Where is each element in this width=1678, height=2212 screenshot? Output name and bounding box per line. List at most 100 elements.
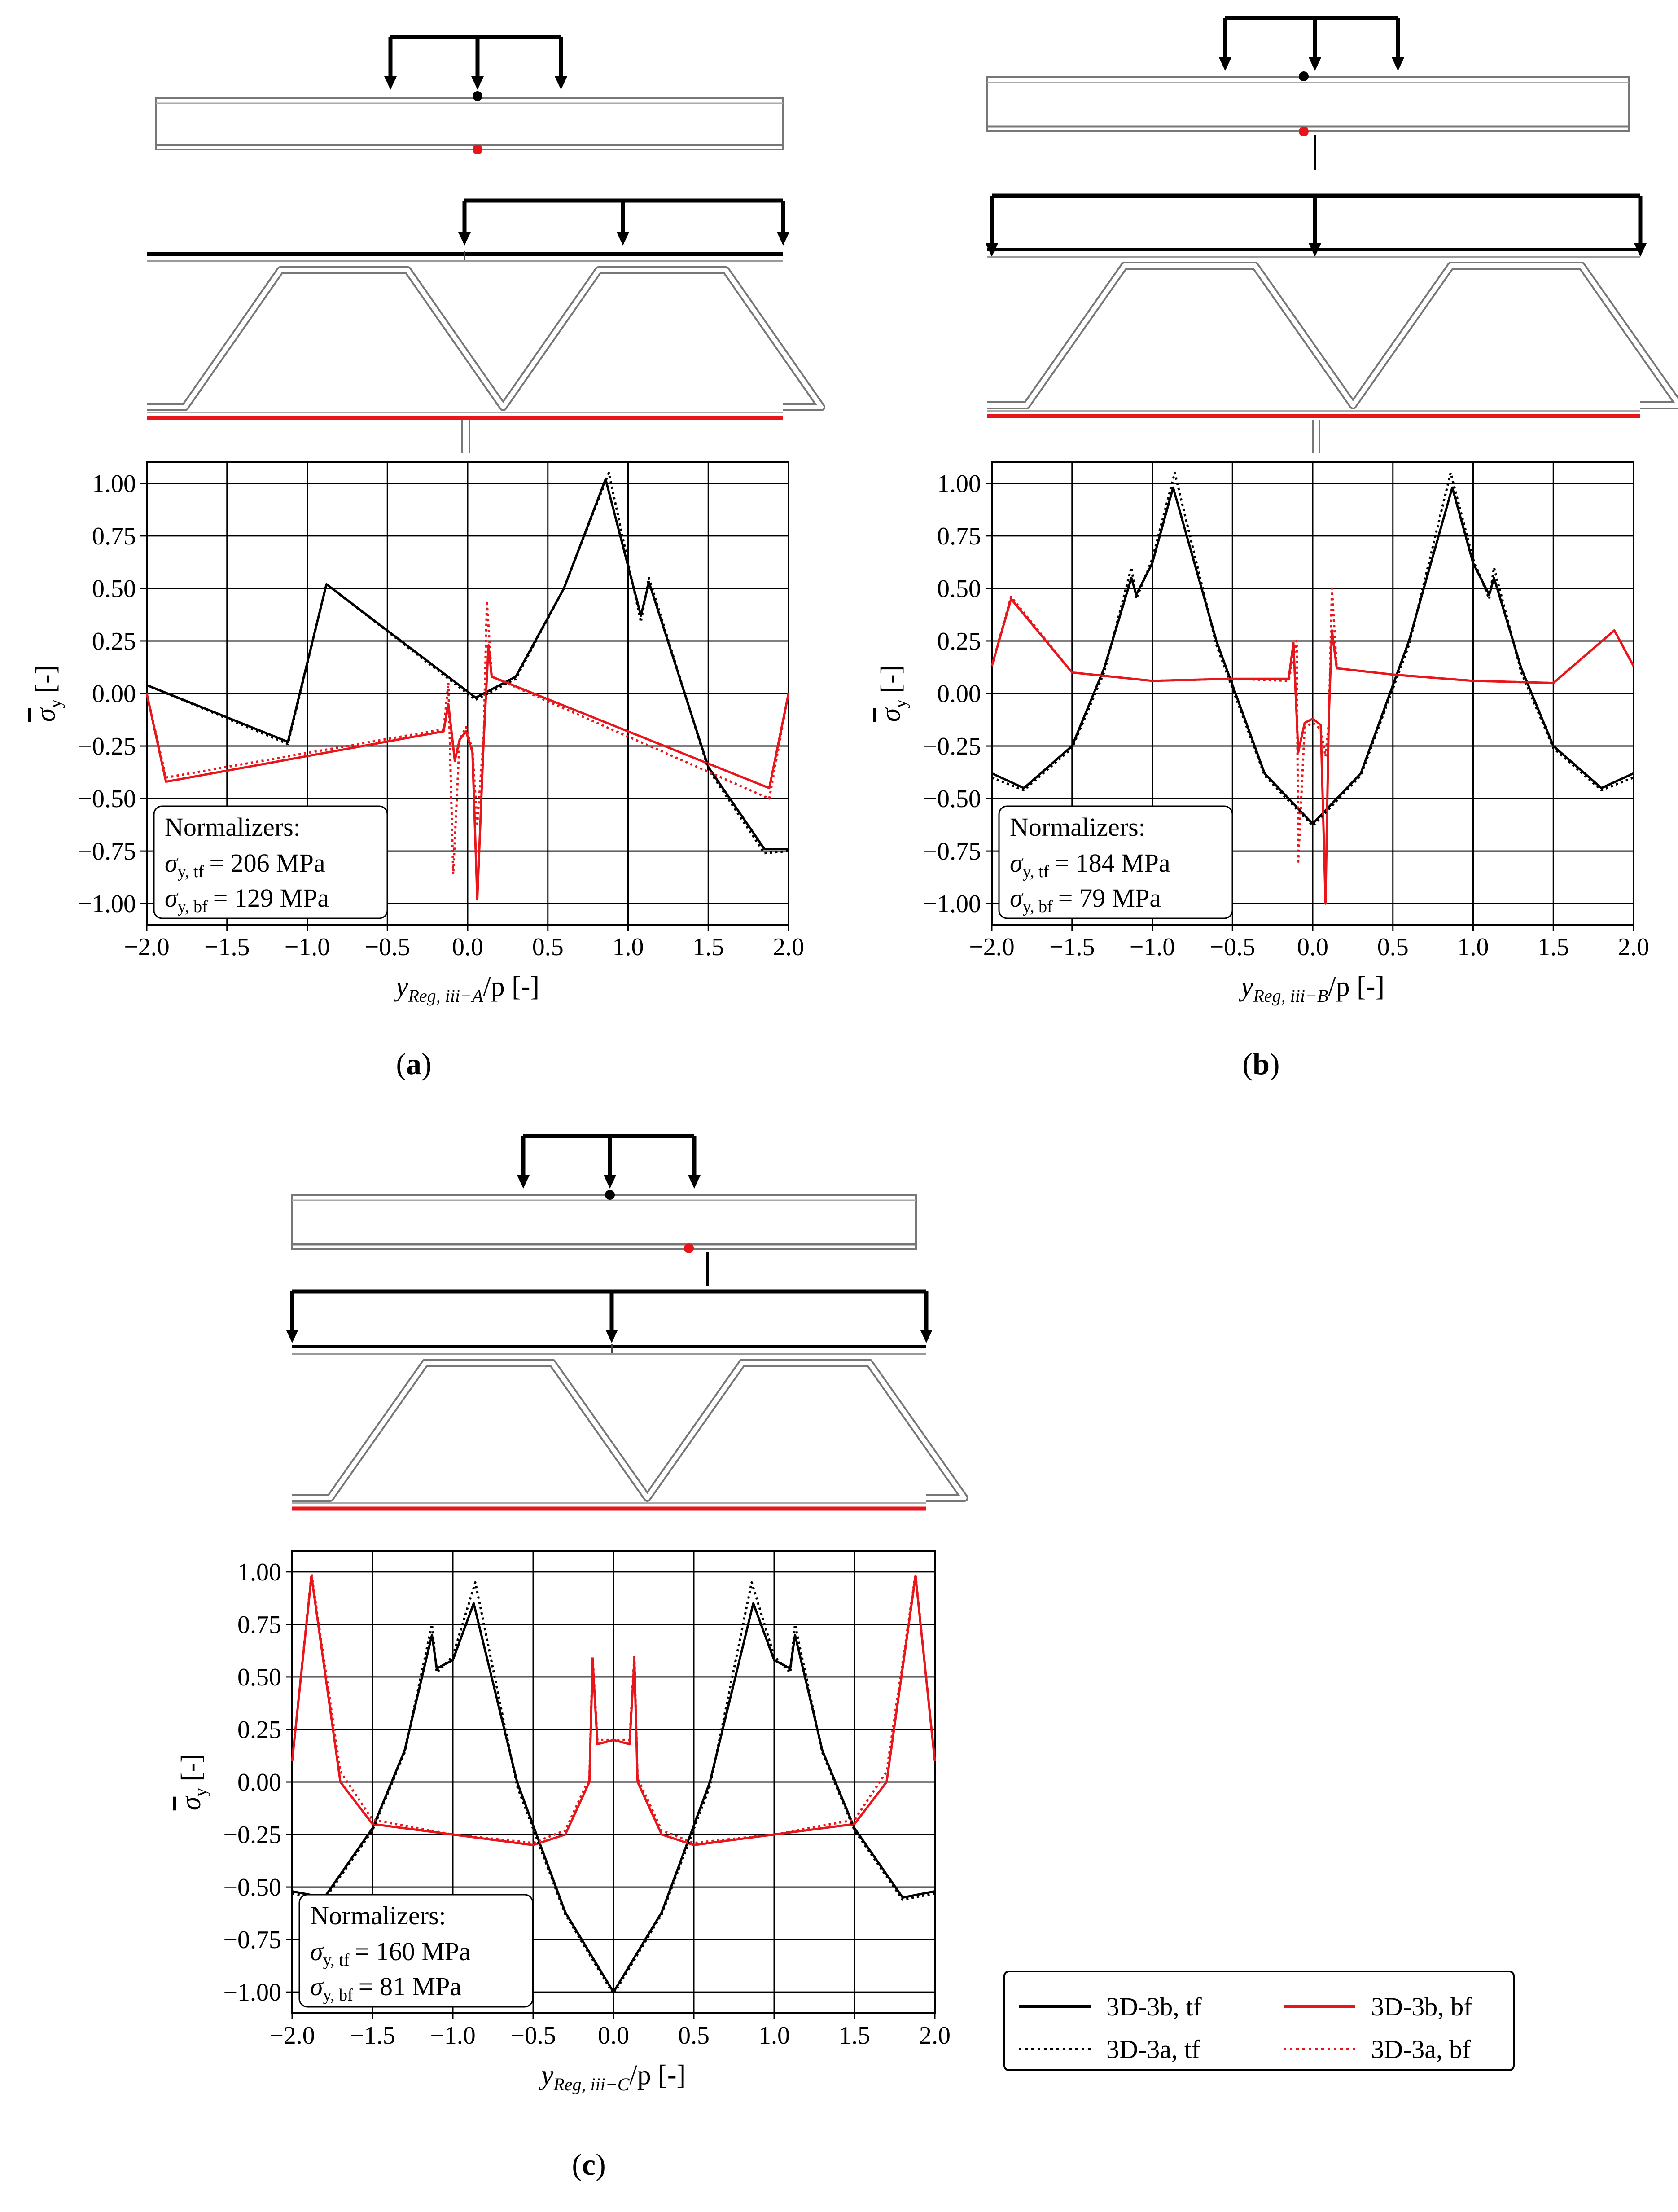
schematics: [147, 16, 1678, 1511]
x-axis-label-sub: Reg, iii−A: [407, 986, 483, 1006]
schematic-b-sandwich-core-fill: [987, 263, 1678, 408]
panel-label-open: (: [396, 1047, 406, 1081]
x-tick-label: 1.0: [1458, 933, 1489, 961]
y-axis-label: σy[-]: [176, 1754, 210, 1811]
y-axis-label-tail: [-]: [31, 665, 61, 693]
normalizer-bf: σy, bf= 129 MPa: [165, 883, 329, 916]
y-axis-label: σy[-]: [876, 665, 910, 722]
series-line: [145, 600, 790, 876]
normalizer-bf-value: = 81 MPa: [359, 1972, 461, 2001]
x-tick-label: 0.5: [1377, 933, 1409, 961]
y-tick-label: 1.00: [92, 470, 136, 498]
y-tick-label: 0.25: [92, 628, 136, 655]
panel-label: (b): [1242, 1047, 1279, 1081]
y-tick-label: −0.50: [78, 785, 136, 813]
schematic-b-tf-point: [1299, 71, 1309, 81]
schematic-c-load-section-arrow-left-head: [286, 1330, 298, 1343]
y-tick-label: 0.25: [937, 628, 981, 655]
schematic-c-plate: [291, 1194, 917, 1250]
normalizer-tf-sub: y, tf: [1023, 862, 1049, 881]
x-tick-label: −1.5: [1049, 933, 1095, 961]
x-tick-label: −1.0: [430, 2022, 476, 2050]
schematic-c-load-top-arrow-mid-head: [604, 1175, 616, 1189]
x-tick-label: 0.0: [598, 2022, 629, 2050]
y-tick-label: −0.75: [223, 1926, 281, 1954]
legend-label: 3D-3b, bf: [1371, 1992, 1472, 2021]
schematic-a-load-section-arrow-mid-head: [617, 232, 629, 246]
y-tick-label: −0.50: [223, 1874, 281, 1901]
x-tick-label: 1.5: [692, 933, 724, 961]
x-axis-label: yReg, iii−A/p [-]: [393, 971, 539, 1006]
y-axis-label-sub: y: [45, 699, 65, 708]
x-axis-label-sub: Reg, iii−C: [553, 2074, 630, 2094]
normalizer-bf-sym: σ: [1010, 883, 1024, 913]
x-axis-label-main: y: [539, 2060, 554, 2090]
normalizer-bf-value: = 79 MPa: [1058, 883, 1161, 913]
normalizer-bf-sub: y, bf: [1023, 897, 1053, 916]
panel-label-letter: c: [582, 2147, 596, 2181]
x-axis-label-tail: /p [-]: [483, 971, 539, 1002]
schematic-a: [147, 35, 826, 453]
y-tick-label: −1.00: [923, 890, 981, 918]
x-tick-label: −1.0: [285, 933, 330, 961]
y-tick-label: −1.00: [223, 1979, 281, 2006]
schematic-a-sandwich-core-fill: [147, 268, 824, 409]
x-tick-label: −1.0: [1130, 933, 1175, 961]
normalizer-bf-sym: σ: [310, 1972, 324, 2001]
x-tick-label: 1.5: [1538, 933, 1569, 961]
schematic-a-tf-point: [473, 91, 482, 101]
normalizer-tf-sym: σ: [1010, 848, 1024, 878]
x-tick-label: −2.0: [124, 933, 170, 961]
panel-label-letter: a: [406, 1047, 421, 1081]
x-axis-label: yReg, iii−B/p [-]: [1238, 971, 1384, 1006]
plots: −2.0 −1.5 −1.0 −0.5 0.0 0.5 1.0 1.5 2.0 −1.00 −0.7…: [31, 461, 1649, 2181]
x-tick-label: −0.5: [364, 933, 410, 961]
schematic-a-load-top-arrow-mid-head: [471, 76, 484, 90]
panel-label-letter: b: [1253, 1047, 1270, 1081]
schematic-a-load-section-arrow-left-head: [458, 232, 471, 246]
schematic-c: [286, 1134, 968, 1511]
schematic-c-load-section-arrow-mid-head: [605, 1330, 618, 1343]
schematic-c-load-section-arrow-right-head: [920, 1330, 933, 1343]
x-tick-label: −1.5: [350, 2022, 395, 2050]
y-tick-label: 0.50: [92, 575, 136, 603]
schematic-b-bf-point: [1299, 127, 1309, 136]
schematic-c-load-top-arrow-left-head: [517, 1175, 530, 1189]
x-tick-label: −2.0: [969, 933, 1015, 961]
legend-box: [1003, 1971, 1515, 2071]
normalizer-tf: σy, tf= 160 MPa: [310, 1937, 471, 1970]
y-tick-label: −0.25: [78, 733, 136, 760]
schematic-a-plate: [155, 97, 784, 150]
y-axis-label-sym: σ: [31, 707, 61, 722]
x-tick-label: −2.0: [269, 2022, 315, 2050]
schematic-c-load-top-arrow-right-head: [688, 1175, 701, 1189]
schematic-c-sandwich-core-fill: [292, 1361, 967, 1500]
y-axis-label-sym: σ: [176, 1795, 206, 1810]
schematic-c-bf-point: [684, 1243, 694, 1253]
schematic-c-tf-point: [605, 1190, 615, 1200]
y-tick-label: 0.50: [237, 1663, 281, 1691]
schematic-b-load-top-arrow-right-head: [1392, 57, 1404, 71]
schematic-b-load-top-arrow-left-head: [1219, 57, 1231, 71]
x-tick-label: 2.0: [1618, 933, 1649, 961]
series-line: [990, 587, 1635, 863]
normalizer-tf-value: = 160 MPa: [355, 1937, 470, 1966]
x-tick-label: 0.5: [532, 933, 564, 961]
y-tick-label: 0.75: [92, 522, 136, 550]
x-tick-label: 2.0: [773, 933, 804, 961]
y-tick-label: −0.25: [223, 1821, 281, 1849]
y-tick-label: 0.75: [237, 1611, 281, 1639]
normalizer-bf-sub: y, bf: [323, 1986, 354, 2005]
y-axis-label-sub: y: [890, 699, 910, 708]
legend-label: 3D-3b, tf: [1106, 1992, 1202, 2021]
y-tick-label: −0.50: [923, 785, 981, 813]
y-axis-label-tail: [-]: [176, 1754, 206, 1782]
normalizer-tf-value: = 184 MPa: [1054, 848, 1170, 878]
x-tick-label: −0.5: [1209, 933, 1255, 961]
normalizer-bf-sub: y, bf: [178, 897, 208, 916]
